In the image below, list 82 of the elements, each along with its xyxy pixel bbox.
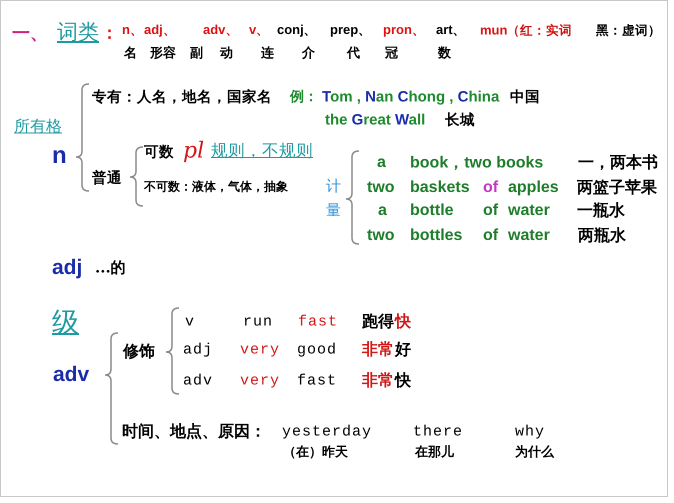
category-label: 时间、地点、原因： <box>122 422 266 442</box>
category-label: 修饰 <box>123 342 155 362</box>
category-label: 专有：人名，地名，国家名 <box>92 88 272 106</box>
section-number: 一、 <box>12 22 48 45</box>
word-class-abbreviation: prep、 <box>330 21 372 39</box>
example-word: why <box>515 424 546 440</box>
chinese-gloss: 形容 <box>150 44 176 62</box>
translation-text: 非常 <box>362 340 394 360</box>
phrase-word: a <box>378 202 387 220</box>
word-class-abbreviation: mun <box>480 22 508 38</box>
word-class-abbreviation: pron、 <box>383 21 425 39</box>
category-label: 计量 <box>326 176 342 221</box>
example-word: yesterday <box>282 424 372 440</box>
suffix-note: ...的 <box>95 258 126 278</box>
example-word: very <box>240 342 280 358</box>
translation-text: 跑得 <box>362 312 394 332</box>
example-prefix: 例： <box>290 88 318 106</box>
phrase-word: a <box>377 154 386 172</box>
phrase-word: bottles <box>410 227 462 245</box>
example-word: there <box>413 424 464 440</box>
heading-colon: ： <box>101 22 118 44</box>
category-label: 普通 <box>92 168 122 188</box>
chinese-gloss: 冠 <box>385 45 398 62</box>
phrase-word: apples <box>508 179 559 197</box>
example-text: Tom , Nan Chong , China <box>322 88 500 106</box>
translation-text: 快 <box>395 312 411 332</box>
example-word: very <box>240 372 280 390</box>
phrase-word: of <box>483 179 498 197</box>
phrase-word: baskets <box>410 179 470 197</box>
example-word: good <box>297 342 338 358</box>
phrase-word: two <box>367 227 395 245</box>
phrase-word: bottle <box>410 202 454 220</box>
word-class-abbreviation: art、 <box>436 21 466 39</box>
word-class-abbreviation: v、 <box>249 21 270 39</box>
chinese-translation: 中国 <box>510 88 540 106</box>
phrase-word: of <box>483 227 498 245</box>
phrase-word: of <box>483 202 498 220</box>
phrase-word: book，two books <box>410 154 544 174</box>
translation-text: 一，两本书 <box>578 152 658 174</box>
section-heading: 词类 <box>57 19 99 46</box>
translation-text: 好 <box>395 340 411 360</box>
chinese-translation: 长城 <box>445 110 475 130</box>
translation-text: 快 <box>395 370 411 392</box>
example-word: fast <box>297 372 338 390</box>
example-text: the Great Wall <box>325 112 426 128</box>
example-word: fast <box>298 314 338 330</box>
chinese-gloss: 动 <box>220 45 233 62</box>
underlined-term: 级 <box>52 306 79 340</box>
part-of-speech-label: adj <box>52 256 82 280</box>
chinese-gloss: 连 <box>261 45 274 62</box>
translation-text: （在）昨天 <box>283 444 348 461</box>
example-word: run <box>243 314 274 330</box>
underlined-term: 规则，不规则 <box>211 140 313 162</box>
plural-abbreviation: pl <box>183 138 204 164</box>
word-class-abbreviation: adv、 <box>203 21 238 39</box>
translation-text: 为什么 <box>515 444 554 461</box>
word-class-abbreviation: conj、 <box>277 21 317 39</box>
translation-text: 一瓶水 <box>577 200 625 222</box>
chinese-gloss: 数 <box>438 45 451 62</box>
word-class-abbreviation: n、 <box>122 21 143 39</box>
translation-text: 非常 <box>362 370 394 392</box>
chinese-gloss: 名 <box>124 45 137 62</box>
category-label: 不可数：液体，气体，抽象 <box>144 178 288 196</box>
word-class-abbreviation: adj、 <box>144 21 176 39</box>
phrase-word: water <box>508 202 550 220</box>
example-word: v <box>185 314 196 330</box>
translation-text: 两瓶水 <box>578 226 626 246</box>
translation-text: 两篮子苹果 <box>577 178 657 198</box>
part-of-speech-label: n <box>52 142 67 170</box>
example-word: adj <box>183 342 214 358</box>
category-label: 可数 <box>144 142 174 162</box>
part-of-speech-label: adv <box>53 363 90 387</box>
color-key-note: （红：实词 <box>507 22 572 40</box>
color-key-note: 黑：虚词） <box>596 22 661 40</box>
chinese-gloss: 副 <box>190 45 203 62</box>
underlined-term: 所有格 <box>14 116 62 138</box>
phrase-word: water <box>508 227 550 245</box>
chinese-gloss: 介 <box>302 45 315 62</box>
chinese-gloss: 代 <box>347 45 360 62</box>
example-word: adv <box>183 372 214 390</box>
translation-text: 在那儿 <box>415 444 454 461</box>
phrase-word: two <box>367 179 395 197</box>
